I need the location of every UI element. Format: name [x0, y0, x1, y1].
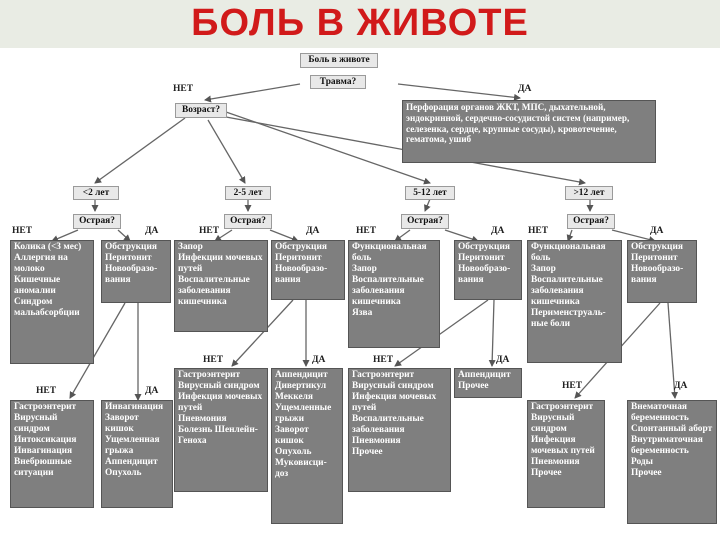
- age-2-5: 2-5 лет: [225, 186, 271, 200]
- label-no-lower-over-12: НЕТ: [562, 381, 583, 391]
- label-yes-trauma: ДА: [518, 84, 532, 94]
- age-over-12: >12 лет: [565, 186, 613, 200]
- label-no-trauma: НЕТ: [173, 84, 194, 94]
- question-trauma: Травма?: [310, 75, 366, 89]
- label-no-acute-2-5: НЕТ: [199, 226, 220, 236]
- age-5-12: 5-12 лет: [405, 186, 455, 200]
- label-yes-acute-under-2: ДА: [145, 226, 159, 236]
- age-5-12-acute-surgical-box: Аппендицит Прочее: [454, 368, 522, 398]
- page-title: БОЛЬ В ЖИВОТЕ: [191, 2, 529, 44]
- age-2-5-acute-box: Обструкция Перитонит Новообразо-вания: [271, 240, 345, 300]
- age-5-12-chronic-box: Функциональная боль Запор Воспалительные…: [348, 240, 440, 348]
- label-yes-acute-over-12: ДА: [650, 226, 664, 236]
- under-2-chronic-box: Колика (<3 мес) Аллергия на молоко Кишеч…: [10, 240, 94, 364]
- age-over-12-acute-nonsurgical-box: Гастроэнтерит Вирусный синдром Инфекция …: [527, 400, 605, 508]
- label-no-acute-over-12: НЕТ: [528, 226, 549, 236]
- trauma-consequences-box: Перфорация органов ЖКТ, МПС, дыхательной…: [402, 100, 656, 163]
- label-yes-lower-5-12: ДА: [496, 355, 510, 365]
- label-no-lower-5-12: НЕТ: [373, 355, 394, 365]
- label-yes-lower-under-2: ДА: [145, 386, 159, 396]
- age-5-12-acute-box: Обструкция Перитонит Новообразо-вания: [454, 240, 522, 300]
- label-yes-acute-5-12: ДА: [491, 226, 505, 236]
- label-yes-lower-over-12: ДА: [674, 381, 688, 391]
- age-over-12-acute-surgical-box: Внематочная беременность Спонтанный абор…: [627, 400, 717, 524]
- question-abdominal-pain: Боль в животе: [300, 53, 378, 68]
- title-bar: [0, 0, 720, 48]
- age-under-2: <2 лет: [73, 186, 119, 200]
- age-over-12-chronic-box: Функциональная боль Запор Воспалительные…: [527, 240, 622, 363]
- question-acute-2-5: Острая?: [224, 214, 272, 229]
- age-over-12-acute-box: Обструкция Перитонит Новообразо-вания: [627, 240, 697, 303]
- age-2-5-acute-surgical-box: Аппендицит Дивертикул Меккеля Ущемленные…: [271, 368, 343, 524]
- age-5-12-acute-nonsurgical-box: Гастроэнтерит Вирусный синдром Инфекция …: [348, 368, 451, 492]
- under-2-acute-box: Обструкция Перитонит Новообразо-вания: [101, 240, 171, 303]
- label-yes-lower-2-5: ДА: [312, 355, 326, 365]
- label-no-lower-under-2: НЕТ: [36, 386, 57, 396]
- under-2-acute-surgical-box: Инвагинация Заворот кишок Ущемленная гры…: [101, 400, 173, 508]
- question-age: Возраст?: [175, 103, 227, 118]
- label-no-acute-under-2: НЕТ: [12, 226, 33, 236]
- label-no-acute-5-12: НЕТ: [356, 226, 377, 236]
- label-no-lower-2-5: НЕТ: [203, 355, 224, 365]
- age-2-5-acute-nonsurgical-box: Гастроэнтерит Вирусный синдром Инфекция …: [174, 368, 268, 492]
- label-yes-acute-2-5: ДА: [306, 226, 320, 236]
- question-acute-5-12: Острая?: [401, 214, 449, 229]
- question-acute-under-2: Острая?: [73, 214, 121, 229]
- age-2-5-chronic-box: Запор Инфекции мочевых путей Воспалитель…: [174, 240, 268, 332]
- question-acute-over-12: Острая?: [567, 214, 615, 229]
- under-2-acute-nonsurgical-box: Гастроэнтерит Вирусный синдром Интоксика…: [10, 400, 94, 508]
